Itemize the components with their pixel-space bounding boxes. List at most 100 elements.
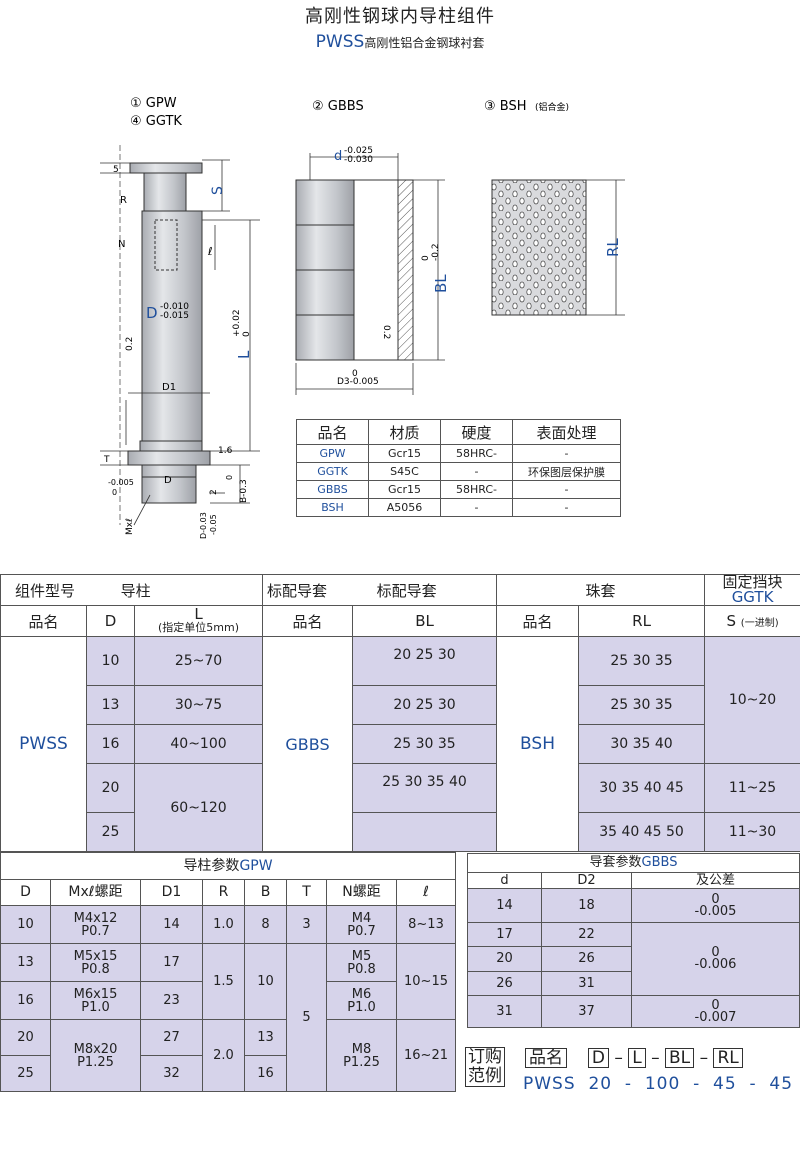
gpw-b: 10: [244, 943, 287, 1020]
table-row: GPW Gcr15 58HRC- -: [296, 444, 621, 463]
mat-cell: GGTK: [296, 462, 369, 481]
gpw-n-pitch: P1.25: [343, 1054, 380, 1070]
gbbs-title-prefix: 导套参数: [589, 855, 642, 870]
dim-d: D: [146, 304, 158, 322]
mat-cell: 58HRC-: [440, 480, 513, 499]
mat-cell: 58HRC-: [440, 444, 513, 463]
gpw-header: D: [0, 879, 51, 906]
gbbs-d2: 31: [541, 971, 632, 996]
gpw-d: 10: [0, 905, 51, 944]
table-row: 17 22 0-0.006: [467, 922, 800, 996]
gpw-header: T: [286, 879, 327, 906]
gpw-m-pitch: P1.25: [77, 1054, 114, 1070]
gbbs-tol-top: 0: [711, 945, 720, 960]
gpw-b: 13: [244, 1019, 287, 1056]
gpw-n-size: M6: [351, 986, 372, 1002]
main-group-stopper: 固定挡块 GGTK: [704, 574, 800, 606]
gpw-m-size: M8x20: [73, 1041, 118, 1057]
gpw-d: 16: [0, 981, 51, 1020]
table-row: 31 37 0-0.007: [467, 995, 800, 1028]
mat-cell: -: [512, 480, 621, 499]
sub-header: D: [86, 605, 135, 637]
main-l: 40~100: [133, 724, 264, 764]
gpw-header: N螺距: [326, 879, 397, 906]
gpw-b: 8: [244, 905, 287, 944]
order-label-box: 订购 范例: [465, 1047, 505, 1087]
dim-r: R: [120, 195, 127, 206]
guide-bush-drawing: [295, 179, 414, 361]
dim-d1: D1: [162, 382, 176, 393]
mat-cell: -: [512, 444, 621, 463]
main-gbbs: GBBS: [262, 636, 354, 852]
subtitle-code: PWSS: [315, 32, 365, 52]
order-label-1: 订购: [468, 1047, 502, 1067]
sub-header: RL: [578, 605, 706, 637]
main-bsh: BSH: [496, 636, 580, 852]
material-table: 品名 材质 硬度 表面处理 GPW Gcr15 58HRC- - GGTK S4…: [296, 419, 621, 517]
gpw-d1: 32: [140, 1055, 203, 1092]
main-l-merged: 60~120: [133, 763, 264, 852]
sub-header: 品名: [262, 605, 354, 637]
main-s: 11~30: [704, 812, 800, 852]
dim-1-6: 1.6: [218, 446, 233, 456]
dim-l-tol-bot: 0: [242, 331, 252, 337]
gpw-n-size: M4: [351, 910, 372, 926]
gpw-header: B: [244, 879, 287, 906]
table-row: 14 18 0-0.005: [467, 888, 800, 923]
gpw-header: Mxℓ螺距: [50, 879, 141, 906]
main-spec-table: 组件型号 导柱 标配导套 标配导套 珠套 固定挡块 GGTK 品名 D L (指…: [0, 574, 800, 852]
gpw-d: 25: [0, 1055, 51, 1092]
label-bsh: ③ BSH: [484, 99, 527, 114]
gbbs-tol-bot: -0.007: [694, 1009, 737, 1025]
gbbs-tol-bot: -0.006: [694, 957, 737, 972]
dim-slash-02b: 0.2: [381, 325, 391, 339]
label-gpw: ① GPW: [130, 96, 177, 111]
gpw-d1: 14: [140, 905, 203, 944]
main-group-pin: 组件型号 导柱: [0, 574, 264, 606]
gpw-title: 导柱参数GPW: [0, 852, 457, 880]
dim-d3: D3-0.005: [337, 377, 379, 387]
gbbs-d: 14: [467, 888, 542, 923]
sub-header: 品名: [496, 605, 580, 637]
main-bl: 20 25 30: [352, 685, 498, 725]
mat-header-name: 品名: [296, 419, 369, 445]
gpw-d1: 27: [140, 1019, 203, 1056]
ball-cage-drawing: [491, 179, 587, 316]
dim-l-small: ℓ: [207, 245, 213, 258]
table-row: 13 30~75 20 25 30 25 30 35: [1, 685, 800, 725]
mat-cell: GBBS: [296, 480, 369, 499]
gpw-m-pitch: P0.8: [81, 961, 110, 977]
gpw-t: 3: [286, 905, 327, 944]
gpw-header: ℓ: [395, 879, 457, 906]
gbbs-tol: 0-0.005: [630, 888, 800, 923]
gpw-header: R: [202, 879, 245, 906]
sub-header-l-note: (指定单位5mm): [158, 621, 240, 634]
order-dash: –: [614, 1048, 623, 1068]
gpw-n-size: M8: [351, 1041, 372, 1057]
gpw-l-merged: 16~21: [395, 1019, 457, 1092]
gbbs-tol-bot: -0.005: [694, 903, 737, 919]
gbbs-header: D2: [541, 872, 632, 889]
gpw-title-prefix: 导柱参数: [183, 857, 240, 874]
dim-tol-0: 0: [112, 488, 117, 497]
dim-d-sleeve-tol-top: -0.025: [344, 146, 373, 156]
dim-b: B-0.3: [239, 479, 249, 503]
page-title: 高刚性钢球内导柱组件: [305, 6, 495, 27]
gbbs-d2: 37: [541, 995, 632, 1028]
gpw-n-pitch: P0.7: [347, 923, 376, 939]
mat-cell: Gcr15: [368, 480, 441, 499]
gpw-b: 16: [244, 1055, 287, 1092]
table-row: 26 31: [467, 971, 800, 996]
main-d: 10: [86, 636, 135, 686]
mat-cell: A5056: [368, 498, 441, 517]
mat-cell: S45C: [368, 462, 441, 481]
gpw-title-code: GPW: [239, 857, 273, 874]
dim-bl: BL: [432, 274, 450, 293]
table-row: 16 40~100 25 30 35 30 35 40: [1, 724, 800, 764]
order-example-value: PWSS 20 - 100 - 45 - 45: [523, 1074, 794, 1094]
